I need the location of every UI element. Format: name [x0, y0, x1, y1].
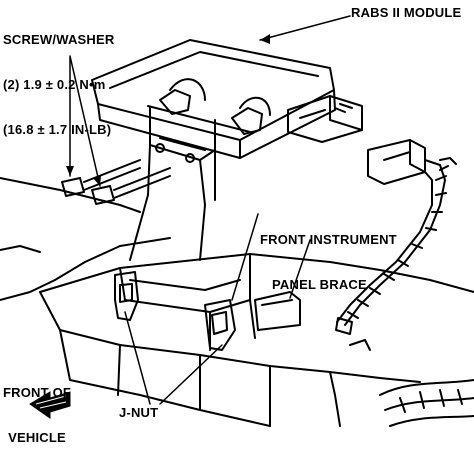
- harness-plug: [367, 139, 426, 185]
- front-of-vehicle-label: FRONT OF VEHICLE: [3, 356, 71, 476]
- j-nut-right: [204, 299, 236, 351]
- screw-washer-torque-metric: (2) 1.9 ± 0.2 N•m: [3, 76, 106, 92]
- screw-washer-label: SCREW/WASHER (2) 1.9 ± 0.2 N•m (16.8 ± 1…: [3, 3, 114, 167]
- brace-label: FRONT INSTRUMENT PANEL BRACE: [260, 203, 397, 323]
- j-nut-label: J-NUT: [119, 405, 159, 420]
- instrument-panel-lower: [0, 237, 171, 301]
- exploded-view-drawing: [0, 15, 474, 427]
- front-label-line1: FRONT OF: [3, 384, 72, 400]
- diagram-canvas: SCREW/WASHER (2) 1.9 ± 0.2 N•m (16.8 ± 1…: [0, 3, 474, 445]
- screw-washer-torque-imperial: (16.8 ± 1.7 IN-LB): [3, 121, 112, 137]
- brace-label-line2: PANEL BRACE: [272, 276, 367, 292]
- instrument-panel-outline: [0, 177, 141, 213]
- screw-washer-title: SCREW/WASHER: [3, 31, 115, 47]
- j-nut-left: [114, 271, 139, 321]
- front-arrow-icon: [29, 391, 71, 419]
- brace-label-line1: FRONT INSTRUMENT: [260, 231, 397, 247]
- module-label: RABS II MODULE: [351, 5, 462, 20]
- screw-lower: [91, 185, 115, 205]
- screw-upper: [61, 177, 85, 197]
- leader-brace: [231, 213, 311, 301]
- front-label-line2: VEHICLE: [8, 429, 66, 445]
- brace-rail: [39, 253, 474, 293]
- leader-screw: [69, 55, 101, 187]
- leader-jnut: [124, 311, 223, 405]
- leader-module: [259, 15, 351, 41]
- module-connector: [287, 95, 363, 143]
